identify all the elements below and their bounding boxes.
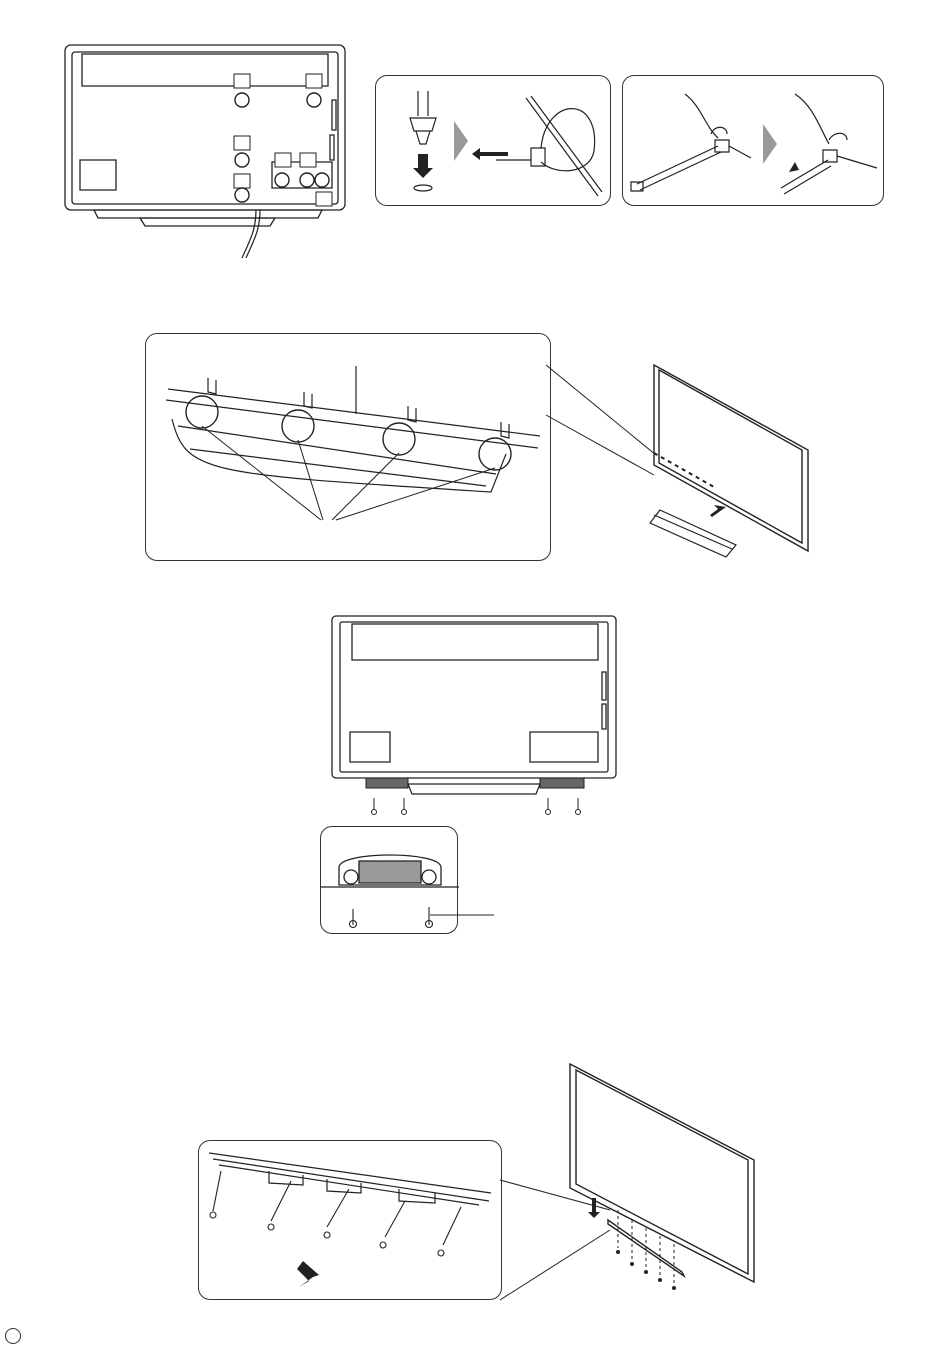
cable-tie-usage-figure [376, 76, 612, 207]
monitor-perspective-top-figure [546, 355, 816, 575]
rear-view-stand-brackets-figure [330, 612, 620, 822]
bracket-screws [372, 798, 581, 815]
cable-clamp-markers [234, 74, 332, 206]
cover-rail-drawing [166, 366, 540, 492]
clamp-position-circle [235, 93, 249, 107]
bottom-bracket-detail-panel [198, 1140, 502, 1300]
clamp-number-box [234, 136, 250, 150]
monitor-frame-drawing [654, 365, 808, 551]
cable-tie-open-drawing [781, 94, 877, 194]
clamp-position-circle [300, 173, 314, 187]
removed-cover-drawing [650, 510, 736, 557]
remove-arrow-icon [710, 505, 726, 517]
cable-tie-usage-panel [375, 75, 611, 206]
clamp-number-box [316, 192, 332, 206]
clamp-position-circle [315, 173, 329, 187]
next-step-chevron-icon [454, 121, 468, 161]
monitor-perspective-bottom-figure [500, 1060, 760, 1310]
clamp-number-box [234, 74, 250, 88]
screw-leader-line [430, 905, 500, 925]
stand-brackets [366, 778, 584, 788]
screw-drawings [350, 907, 433, 928]
rear-view-cable-clamps-figure [60, 40, 360, 265]
monitor-rear-body [332, 616, 616, 778]
cable-tie-loop-drawing [496, 96, 602, 196]
clamp-position-circle [307, 93, 321, 107]
monitor-frame-drawing [570, 1064, 754, 1282]
left-arrow-icon [472, 148, 508, 160]
cable-tie-release-panel [622, 75, 884, 206]
bottom-rail [408, 784, 540, 794]
front-cover-tabs-figure [146, 334, 552, 562]
release-arrow-icon [789, 162, 799, 172]
monitor-stand-base [94, 210, 322, 226]
clamp-position-circle [275, 173, 289, 187]
down-arrow-icon [588, 1198, 600, 1218]
bracket-drawing [321, 855, 459, 887]
clamp-number-box [275, 153, 291, 167]
page-number-circle [5, 1328, 21, 1344]
cable-tie-release-figure [623, 76, 885, 207]
bottom-bracket-screws-figure [199, 1141, 503, 1301]
clamp-number-box [300, 153, 316, 167]
clamp-position-circle [235, 153, 249, 167]
screws [616, 1250, 676, 1290]
callout-lines [546, 365, 656, 475]
leader-lines [202, 426, 495, 520]
power-cable [242, 210, 260, 258]
front-cover-detail-panel [145, 333, 551, 561]
release-tab-circles [186, 396, 511, 470]
clamp-number-box [306, 74, 322, 88]
rail-drawing [209, 1153, 491, 1205]
down-arrow-icon [413, 154, 433, 178]
cable-tie-bound-drawing [631, 94, 751, 191]
next-step-chevron-icon [763, 124, 777, 164]
clamp-number-box [234, 174, 250, 188]
clamp-position-circle [235, 188, 249, 202]
down-left-arrow-icon [297, 1261, 319, 1287]
